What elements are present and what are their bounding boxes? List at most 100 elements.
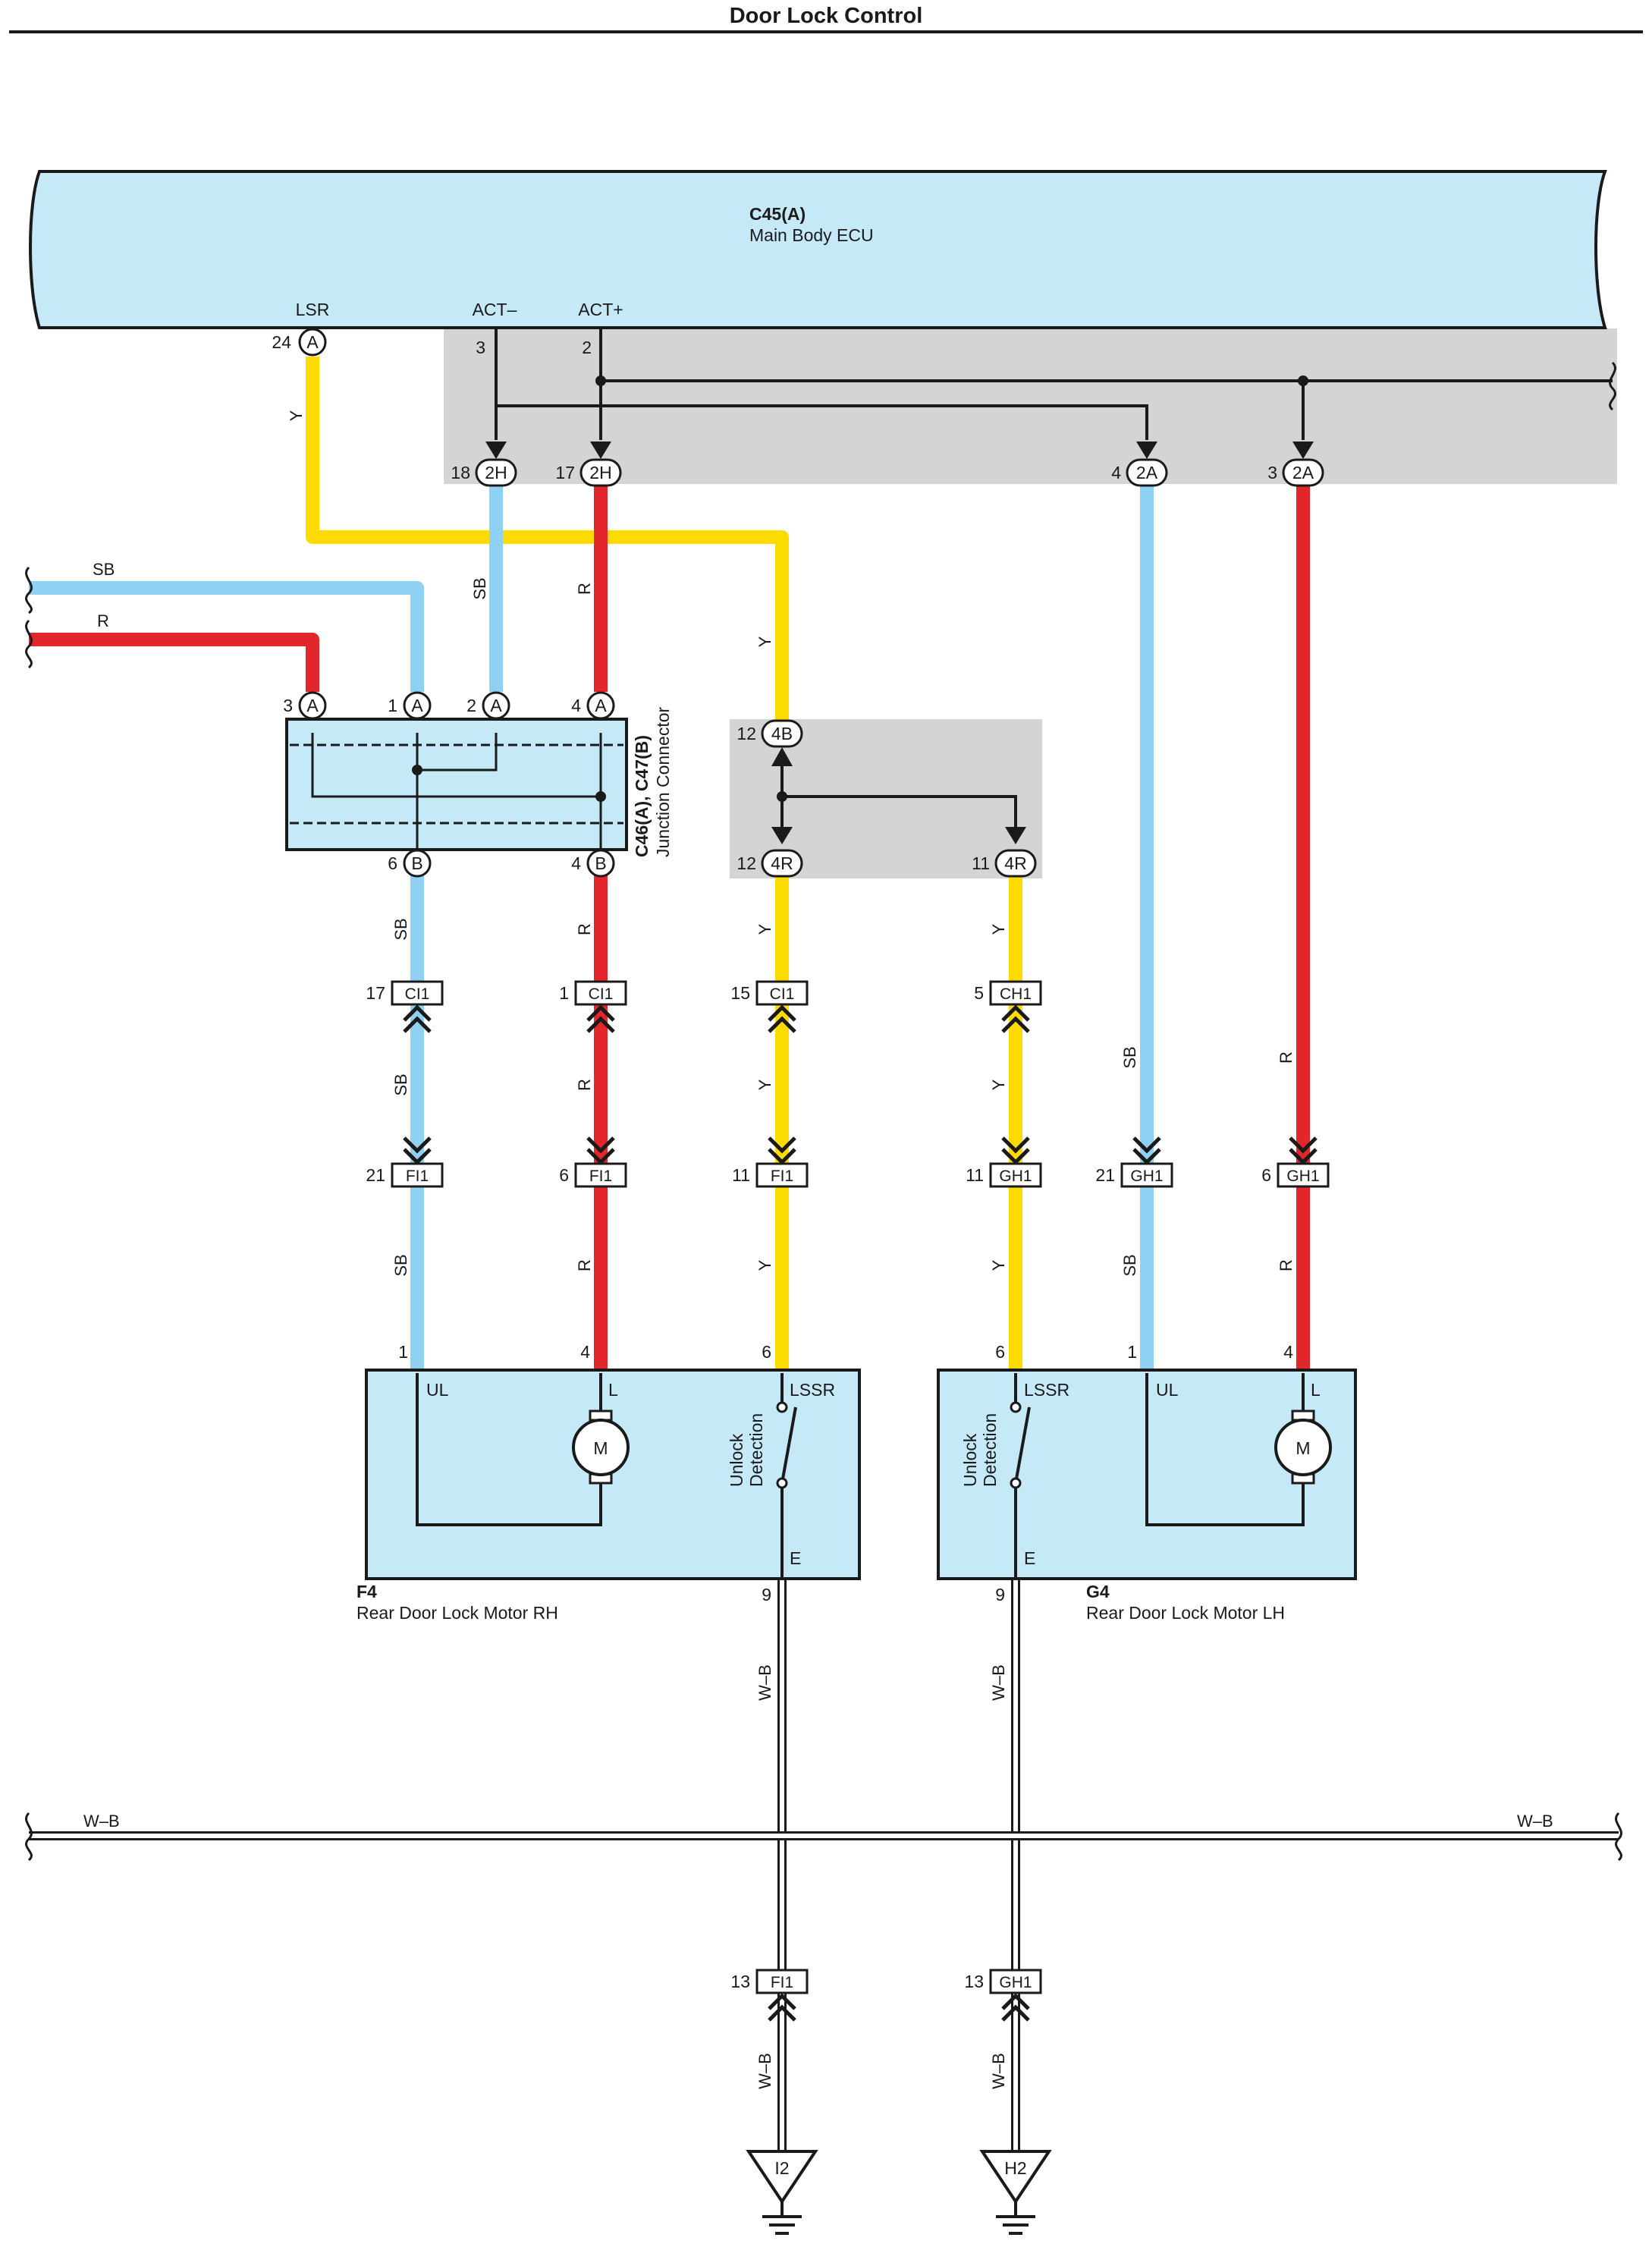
- ground-bus-label-left: W–B: [83, 1812, 120, 1831]
- motor-lh-id: G4: [1086, 1582, 1110, 1601]
- motor-lh-circuit: [1145, 1373, 1305, 1526]
- svg-text:FI1: FI1: [771, 1167, 793, 1185]
- wire-label: R: [1277, 1051, 1296, 1064]
- ground-connector-gh1-13: GH1 13: [964, 1969, 1042, 2022]
- pin-number: 6: [762, 1342, 771, 1362]
- wire-label-sb: SB: [93, 560, 115, 579]
- wire-label: Y: [989, 923, 1008, 935]
- wire-label: SB: [391, 1254, 410, 1276]
- svg-text:1: 1: [388, 696, 397, 715]
- arrow-icon: [485, 442, 507, 459]
- svg-text:1: 1: [559, 983, 569, 1003]
- svg-text:4R: 4R: [1004, 853, 1026, 873]
- svg-text:CI1: CI1: [770, 985, 795, 1003]
- wire-label: Y: [287, 410, 306, 421]
- jc-pin-b4: B 4: [571, 849, 615, 878]
- svg-text:4B: 4B: [771, 724, 793, 743]
- svg-text:GH1: GH1: [999, 1167, 1032, 1185]
- jc-pin-a1: A 1: [388, 691, 432, 720]
- junction-connector-box: [285, 718, 628, 851]
- svg-text:12: 12: [736, 853, 756, 873]
- act-minus-line: [495, 328, 1148, 440]
- svg-text:17: 17: [366, 983, 385, 1003]
- motor-icon: M: [1274, 1409, 1332, 1485]
- svg-text:M: M: [1296, 1438, 1310, 1458]
- svg-text:6: 6: [1261, 1165, 1271, 1185]
- pin-number: 2: [582, 338, 592, 357]
- junction-id: C46(A), C47(B): [632, 735, 652, 857]
- svg-text:5: 5: [974, 983, 984, 1003]
- jc-pin-a4: A 4: [571, 691, 615, 720]
- mid-junction-line: [782, 795, 1017, 834]
- wire-label: SB: [391, 918, 410, 940]
- page-title: Door Lock Control: [730, 4, 923, 28]
- bus-break-right: [1615, 1812, 1622, 1862]
- junction-name: Junction Connector: [653, 706, 673, 857]
- wire-label: Y: [989, 1259, 1008, 1271]
- arrow-icon: [771, 747, 793, 766]
- switch-label: Detection: [746, 1413, 766, 1487]
- svg-text:21: 21: [366, 1165, 385, 1185]
- wire-label: R: [575, 583, 594, 595]
- arrow-icon: [590, 442, 611, 459]
- svg-text:2H: 2H: [485, 463, 507, 482]
- splice-dot: [412, 765, 422, 775]
- svg-text:2: 2: [466, 696, 476, 715]
- jc-pin-a2: A 2: [466, 691, 510, 720]
- svg-text:6: 6: [388, 853, 397, 873]
- svg-text:12: 12: [736, 724, 756, 743]
- ecu-terminal-lsr: LSR: [296, 300, 330, 319]
- ecu-box: [29, 170, 1607, 329]
- splice-dot: [777, 791, 787, 802]
- connector-2a-3: 2A 3: [1267, 458, 1324, 487]
- svg-text:B: B: [595, 853, 606, 873]
- connector-4r-12: 4R 12: [736, 849, 803, 878]
- arrow-icon: [1005, 827, 1026, 844]
- svg-text:CH1: CH1: [1000, 985, 1032, 1003]
- wire-sb-left: [29, 581, 424, 692]
- svg-text:B: B: [411, 853, 422, 873]
- bus-break-left: [25, 1812, 33, 1862]
- svg-text:A: A: [306, 696, 319, 715]
- terminal-ul: UL: [426, 1380, 449, 1400]
- wire-label: Y: [755, 1079, 774, 1090]
- terminal-lssr: LSSR: [1024, 1380, 1069, 1400]
- connector-2h-18: 2H 18: [451, 458, 517, 487]
- wire-label: R: [575, 1259, 594, 1271]
- wire-y-lsr: [306, 357, 789, 721]
- wire-label: Y: [755, 923, 774, 935]
- pin-number: 6: [995, 1342, 1005, 1362]
- splice-dot: [595, 791, 606, 802]
- motor-lh-name: Rear Door Lock Motor LH: [1086, 1603, 1285, 1623]
- splice-dot: [1298, 376, 1308, 386]
- svg-text:3: 3: [283, 696, 293, 715]
- svg-text:GH1: GH1: [1130, 1167, 1163, 1185]
- svg-text:4R: 4R: [771, 853, 793, 873]
- svg-text:21: 21: [1095, 1165, 1115, 1185]
- switch-contact: [1010, 1477, 1022, 1489]
- jc-pin-b6: B 6: [388, 849, 432, 878]
- motor-rh-name: Rear Door Lock Motor RH: [356, 1603, 558, 1623]
- pin-number: 1: [398, 1342, 408, 1362]
- vertical-wire-labels: Y SB R Y SB R Y Y SB R Y Y SB R SB R Y Y…: [287, 410, 1296, 2089]
- inline-connector-ch1-5: CH1 5: [974, 980, 1042, 1033]
- ground-icon-h2: H2: [979, 2150, 1052, 2235]
- svg-text:2H: 2H: [589, 463, 611, 482]
- pin-number: 4: [1283, 1342, 1293, 1362]
- svg-text:11: 11: [732, 1165, 750, 1185]
- switch-contact: [1010, 1401, 1022, 1413]
- inline-connector-fi1-21: FI1 21: [366, 1136, 444, 1188]
- svg-text:11: 11: [966, 1165, 984, 1185]
- svg-text:M: M: [593, 1438, 608, 1458]
- ecu-terminal-act-minus: ACT–: [473, 300, 517, 319]
- terminal-l: L: [608, 1380, 618, 1400]
- motor-rh-circuit: [416, 1373, 602, 1526]
- pin-letter: A: [306, 332, 319, 352]
- svg-text:2A: 2A: [1292, 463, 1314, 482]
- wire-label: W–B: [989, 2053, 1008, 2089]
- pin-number: 9: [995, 1585, 1005, 1604]
- motor-icon: M: [572, 1409, 630, 1485]
- pin-number: 24: [272, 332, 291, 352]
- connector-2a-4: 2A 4: [1111, 458, 1168, 487]
